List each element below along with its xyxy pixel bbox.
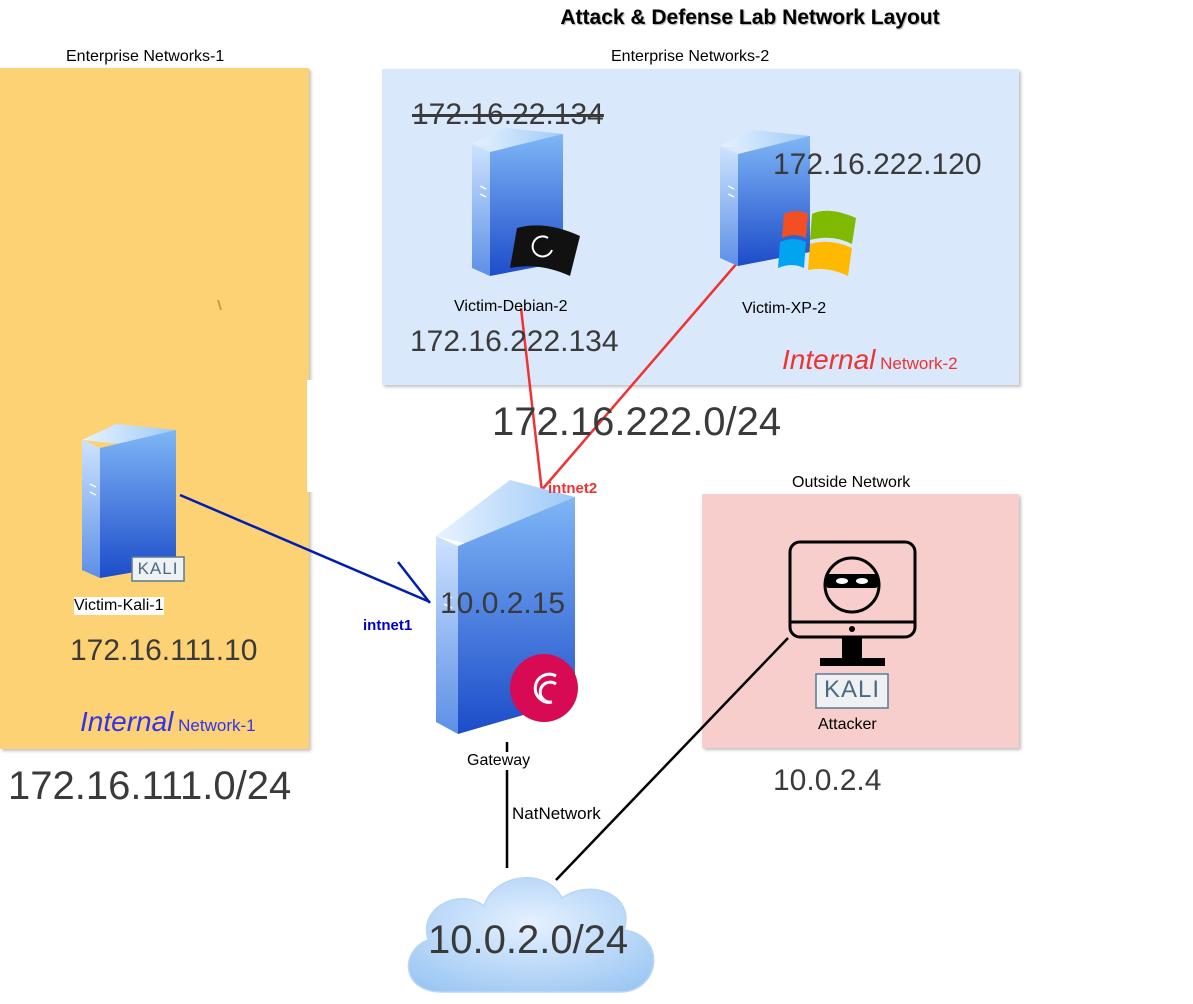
enterprise2-label: Enterprise Networks-2	[611, 48, 770, 65]
nat-network-label: NatNetwork	[512, 804, 601, 823]
attacker-name: Attacker	[818, 716, 877, 733]
zone-gap	[307, 380, 313, 492]
internal1-name: Internal Network-1	[80, 706, 256, 738]
windows-logo-icon	[778, 210, 856, 276]
link-kali1-arrow	[397, 561, 431, 604]
link-xp2-gateway	[539, 261, 739, 493]
enterprise-networks-1-zone	[0, 68, 309, 749]
attacker-badge-text: KALI	[823, 676, 881, 703]
intnet1-label: intnet1	[363, 617, 413, 634]
xp2-name: Victim-XP-2	[742, 300, 827, 317]
xp2-ip: 172.16.222.120	[773, 148, 982, 181]
link-kali1-gateway	[179, 493, 431, 604]
intnet2-label: intnet2	[548, 480, 598, 497]
internal1-subnet: 172.16.111.0/24	[8, 764, 292, 808]
kali1-server-icon	[82, 424, 176, 578]
debian2-ip: 172.16.222.134	[410, 325, 619, 358]
stray-mark	[217, 299, 222, 311]
debian-swirl-icon	[510, 654, 578, 722]
gateway-name: Gateway	[467, 752, 531, 770]
kali1-ip: 172.16.111.10	[70, 634, 258, 667]
enterprise1-label: Enterprise Networks-1	[66, 48, 225, 65]
kali1-badge-text: KALI	[137, 559, 179, 578]
debian2-old-ip: 172.16.22.134	[412, 98, 604, 131]
internal2-word: Internal	[782, 344, 876, 375]
internal1-word: Internal	[80, 706, 174, 737]
hacker-face-icon	[823, 556, 881, 614]
attacker-ip: 10.0.2.4	[773, 764, 882, 797]
outside-label: Outside Network	[792, 474, 911, 491]
internal2-name: Internal Network-2	[782, 344, 958, 376]
kali1-name: Victim-Kali-1	[74, 597, 164, 615]
gateway-ip: 10.0.2.15	[440, 587, 566, 620]
kali1-kali-logo-icon	[131, 556, 185, 582]
internal2-subnet: 172.16.222.0/24	[492, 400, 782, 444]
internal1-rest: Network-1	[178, 716, 256, 735]
nat-subnet: 10.0.2.0/24	[428, 918, 629, 962]
internal2-rest: Network-2	[880, 354, 958, 373]
attacker-kali-logo-icon	[815, 673, 889, 709]
diagram-title: Attack & Defense Lab Network Layout	[560, 6, 940, 29]
cloud-icon	[407, 877, 655, 993]
link-attacker-nat	[555, 637, 789, 881]
attacker-monitor-icon	[788, 540, 917, 666]
link-debian2-gateway	[519, 307, 544, 493]
debian-flag-icon	[510, 225, 580, 276]
debian2-name: Victim-Debian-2	[454, 298, 568, 315]
